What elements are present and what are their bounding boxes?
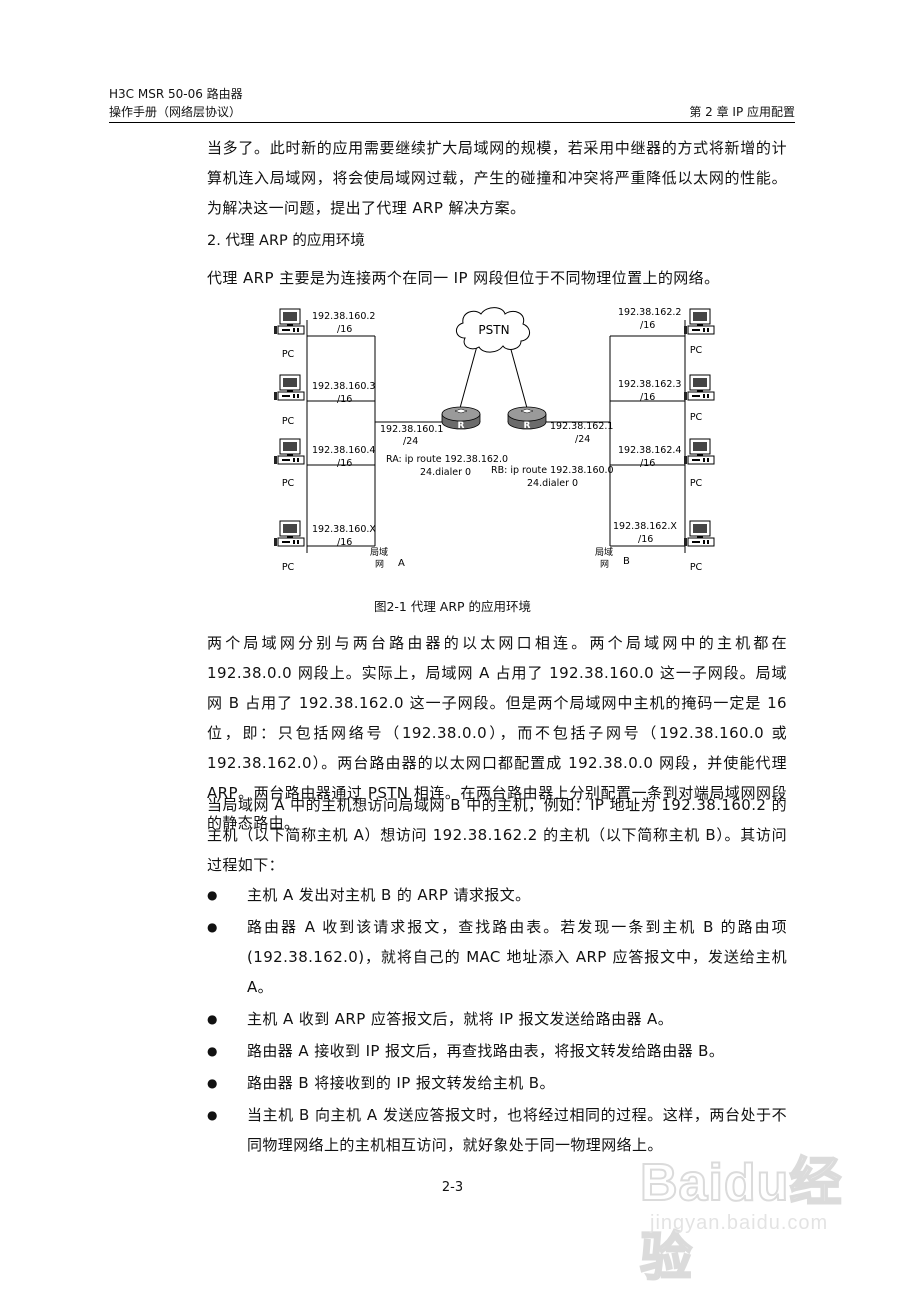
host-mask: /16 [638, 534, 653, 545]
baidu-logo-icon: Baidu经验 [639, 1153, 843, 1288]
pc-label: PC [690, 478, 703, 489]
list-item: ●当主机 B 向主机 A 发送应答报文时，也将经过相同的过程。这样，两台处于不同… [207, 1100, 787, 1160]
section-intro: 代理 ARP 主要是为连接两个在同一 IP 网段但位于不同物理位置上的网络。 [207, 269, 720, 287]
lan-b-label: 网 [600, 559, 609, 570]
rb-route-line1: RB: ip route 192.38.160.0 [491, 465, 614, 476]
header-product: H3C MSR 50-06 路由器 [109, 87, 243, 101]
page-number: 2-3 [441, 1180, 464, 1195]
pc-icon [273, 438, 305, 465]
host-mask: /16 [640, 320, 655, 331]
pc-label: PC [690, 562, 703, 573]
lan-a-letter: A [398, 558, 405, 569]
host-ip: 192.38.160.4 [312, 445, 375, 456]
pc-label: PC [282, 349, 295, 360]
bullet-icon: ● [207, 920, 218, 934]
pc-icon [273, 374, 305, 401]
host-mask: /16 [640, 458, 655, 469]
host-mask: /16 [337, 394, 352, 405]
host-ip: 192.38.162.2 [618, 307, 681, 318]
pc-icon [683, 438, 715, 465]
watermark-url: jingyan.baidu.com [650, 1212, 829, 1234]
pc-label: PC [282, 562, 295, 573]
lan-b-label: 局域 [595, 546, 613, 558]
list-item: ●路由器 A 收到该请求报文，查找路由表。若发现一条到主机 B 的路由项 (19… [207, 912, 787, 1002]
lan-a-label: 局域 [370, 546, 388, 558]
bullet-icon: ● [207, 1076, 218, 1090]
pc-label: PC [282, 416, 295, 427]
paragraph-3: 当局域网 A 中的主机想访问局域网 B 中的主机，例如：IP 地址为 192.3… [207, 796, 787, 874]
host-ip: 192.38.160.X [312, 524, 376, 535]
proxy-arp-diagram: R PSTN PC PC PC PC PC PC PC PC [273, 307, 715, 573]
pc-icon [273, 520, 305, 547]
bullet-icon: ● [207, 1044, 218, 1058]
host-mask: /16 [337, 324, 352, 335]
paragraph-2: 两个局域网分别与两台路由器的以太网口相连。两个局域网中的主机都在 192.38.… [207, 634, 787, 832]
list-item: ●路由器 B 将接收到的 IP 报文转发给主机 B。 [207, 1068, 787, 1098]
figure-caption: 图2-1 代理 ARP 的应用环境 [373, 599, 532, 614]
host-mask: /16 [337, 458, 352, 469]
bullet-icon: ● [207, 1108, 218, 1122]
pstn-cloud-icon [456, 307, 530, 353]
list-item: ●主机 A 收到 ARP 应答报文后，就将 IP 报文发送给路由器 A。 [207, 1004, 787, 1034]
rb-interface-mask: /24 [575, 434, 590, 445]
lan-b-letter: B [623, 556, 630, 567]
pc-label: PC [690, 412, 703, 423]
list-item: ●主机 A 发出对主机 B 的 ARP 请求报文。 [207, 880, 787, 910]
ra-interface-ip: 192.38.160.1 [380, 424, 443, 435]
ra-interface-mask: /24 [403, 436, 418, 447]
lan-a-label: 网 [375, 559, 384, 570]
bullet-icon: ● [207, 888, 218, 902]
baidu-watermark: Baidu经验 jingyan.baidu.com [639, 1140, 870, 1288]
pstn-label: PSTN [478, 323, 509, 337]
host-ip: 192.38.162.4 [618, 445, 681, 456]
pc-label: PC [282, 478, 295, 489]
process-steps: ●主机 A 发出对主机 B 的 ARP 请求报文。 ●路由器 A 收到该请求报文… [207, 880, 787, 1162]
router-icon [507, 406, 547, 432]
header-manual: 操作手册（网络层协议） [109, 105, 242, 119]
host-ip: 192.38.160.2 [312, 311, 375, 322]
intro-paragraph: 当多了。此时新的应用需要继续扩大局域网的规模，若采用中继器的方式将新增的计算机连… [207, 139, 787, 217]
ra-route-line1: RA: ip route 192.38.162.0 [386, 454, 508, 465]
host-mask: /16 [337, 537, 352, 548]
pc-icon [683, 520, 715, 547]
rb-route-line2: 24.dialer 0 [527, 478, 578, 489]
host-ip: 192.38.162.3 [618, 379, 681, 390]
header-rule [109, 122, 795, 123]
host-ip: 192.38.160.3 [312, 381, 375, 392]
list-item: ●路由器 A 接收到 IP 报文后，再查找路由表，将报文转发给路由器 B。 [207, 1036, 787, 1066]
host-ip: 192.38.162.X [613, 521, 677, 532]
bullet-icon: ● [207, 1012, 218, 1026]
pc-icon [683, 374, 715, 401]
pc-label: PC [690, 345, 703, 356]
pc-icon [683, 308, 715, 335]
ra-route-line2: 24.dialer 0 [420, 467, 471, 478]
section-title: 2. 代理 ARP 的应用环境 [207, 233, 365, 249]
header-chapter: 第 2 章 IP 应用配置 [689, 105, 795, 119]
host-mask: /16 [640, 392, 655, 403]
router-icon [441, 406, 481, 432]
rb-interface-ip: 192.38.162.1 [550, 421, 613, 432]
pc-icon [273, 308, 305, 335]
